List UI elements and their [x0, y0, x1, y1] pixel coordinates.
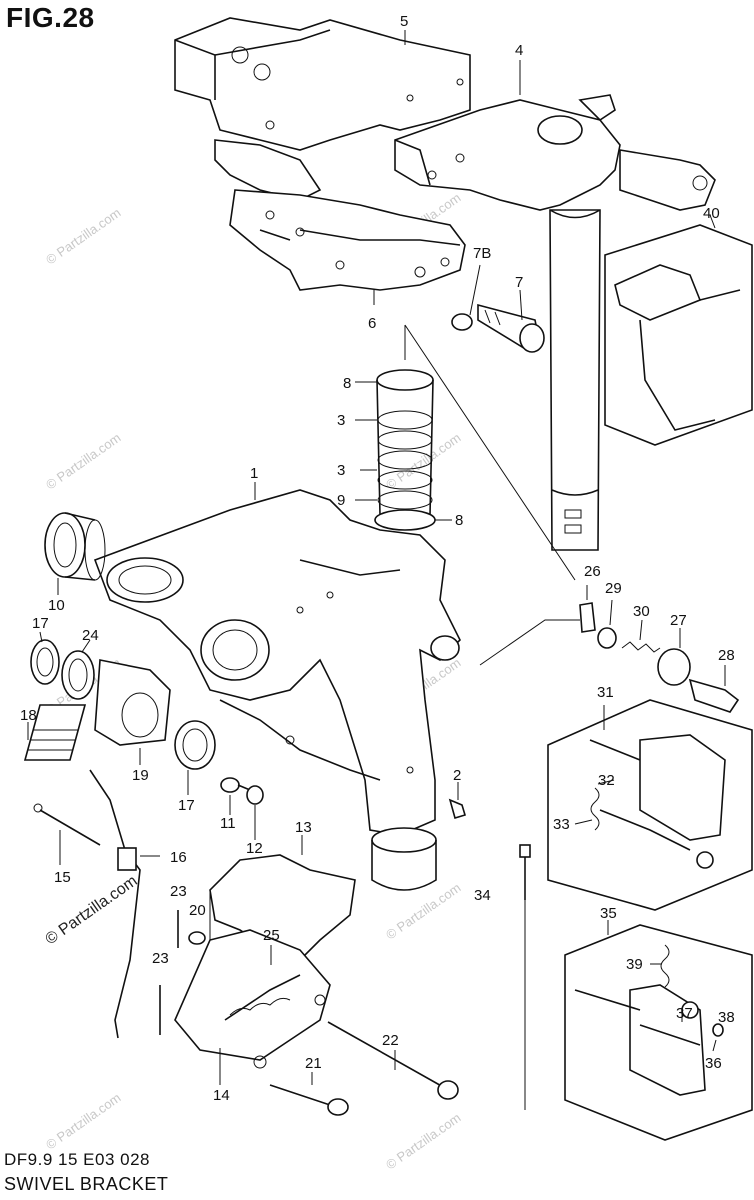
- watermark: © Partzilla.com: [43, 430, 123, 493]
- callout-26: 26: [584, 563, 601, 580]
- callout-33: 33: [553, 816, 570, 833]
- callout-31: 31: [597, 684, 614, 701]
- tilt-lever-assembly: [174, 854, 356, 1069]
- callout-7: 7: [515, 274, 523, 291]
- callout-8: 8: [455, 512, 463, 529]
- callout-39: 39: [626, 956, 643, 973]
- figure-title: FIG.28: [6, 2, 95, 33]
- callout-8: 8: [343, 375, 351, 392]
- callout-7b: 7B: [473, 245, 491, 262]
- callout-20: 20: [189, 902, 206, 919]
- callout-28: 28: [718, 647, 735, 664]
- diagram-code: DF9.9 15 E03 028: [4, 1150, 150, 1169]
- bushing-10: [44, 512, 106, 581]
- watermark: © Partzilla.com: [383, 1110, 463, 1173]
- callout-32: 32: [598, 772, 615, 789]
- diagram-name: SWIVEL BRACKET: [4, 1174, 169, 1194]
- callout-40: 40: [703, 205, 720, 222]
- callout-10: 10: [48, 597, 65, 614]
- callout-6: 6: [368, 315, 376, 332]
- callout-3: 3: [337, 462, 345, 479]
- callout-2: 2: [453, 767, 461, 784]
- watermark: © Partzilla.com: [383, 430, 463, 493]
- bolt-7: [451, 303, 545, 353]
- callout-36: 36: [705, 1055, 722, 1072]
- clamp-bracket-assembly: [174, 17, 471, 291]
- box-40: [604, 224, 753, 446]
- callout-30: 30: [633, 603, 650, 620]
- callout-23: 23: [170, 883, 187, 900]
- tilt-pin-26-30: [579, 602, 740, 713]
- callout-24: 24: [82, 627, 99, 644]
- callouts: 1 2 3 3 4 5 6 7 7B 8 8 9 10 11 12 13 14 …: [20, 13, 735, 1104]
- callout-19: 19: [132, 767, 149, 784]
- callout-35: 35: [600, 905, 617, 922]
- tilt-pin-parts: [23, 639, 216, 770]
- callout-12: 12: [246, 840, 263, 857]
- callout-17: 17: [32, 615, 49, 632]
- screw-2: [448, 798, 466, 820]
- callout-25: 25: [263, 927, 280, 944]
- callout-4: 4: [515, 42, 523, 59]
- callout-17: 17: [178, 797, 195, 814]
- pin-15-rod-16: [33, 769, 141, 1039]
- small-pins: [159, 910, 206, 1035]
- callout-13: 13: [295, 819, 312, 836]
- callout-22: 22: [382, 1032, 399, 1049]
- callout-27: 27: [670, 612, 687, 629]
- box-31: [547, 699, 753, 911]
- callout-9: 9: [337, 492, 345, 509]
- callout-5: 5: [400, 13, 408, 30]
- callout-3: 3: [337, 412, 345, 429]
- callout-1: 1: [250, 465, 258, 482]
- watermark: © Partzilla.com: [43, 205, 123, 268]
- callout-38: 38: [718, 1009, 735, 1026]
- swivel-bracket-body: [93, 489, 461, 891]
- bushing-stack: [374, 369, 436, 531]
- steering-shaft-assembly: [394, 94, 716, 551]
- rod-34: [519, 844, 531, 900]
- callout-34: 34: [474, 887, 491, 904]
- long-pins: [269, 1021, 459, 1116]
- callout-21: 21: [305, 1055, 322, 1072]
- callout-37: 37: [676, 1005, 693, 1022]
- callout-15: 15: [54, 869, 71, 886]
- callout-16: 16: [170, 849, 187, 866]
- callout-23: 23: [152, 950, 169, 967]
- bolt-11: [220, 777, 264, 805]
- watermark: © Partzilla.com: [43, 1090, 123, 1153]
- callout-14: 14: [213, 1087, 230, 1104]
- box-35: [564, 924, 753, 1141]
- assembly-lines: [129, 324, 580, 1110]
- callout-18: 18: [20, 707, 37, 724]
- callout-11: 11: [220, 815, 236, 832]
- callout-29: 29: [605, 580, 622, 597]
- leader-lines: [27, 30, 726, 1085]
